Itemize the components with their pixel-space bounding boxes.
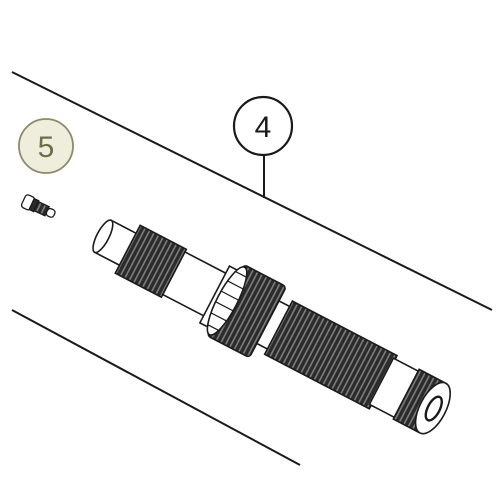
callout-5[interactable]: 5 — [18, 118, 74, 174]
callout-4[interactable]: 4 — [232, 95, 294, 198]
shaft-left-end-face — [92, 219, 114, 254]
screw-plug-icon[interactable] — [20, 194, 58, 221]
frame-line-top — [11, 71, 493, 311]
callout-4-circle — [232, 95, 294, 157]
callout-5-label: 5 — [38, 131, 55, 164]
transmission-main-shaft-icon[interactable] — [79, 198, 463, 450]
frame-line-bottom — [11, 309, 301, 466]
plug-tip — [45, 207, 56, 218]
callout-4-label: 4 — [255, 111, 272, 144]
shaft-center-bore — [424, 395, 443, 422]
assembly-frame — [11, 71, 493, 466]
shaft-gear-face — [206, 266, 248, 336]
gear-teeth — [206, 270, 248, 332]
callout-5-circle — [18, 118, 74, 174]
